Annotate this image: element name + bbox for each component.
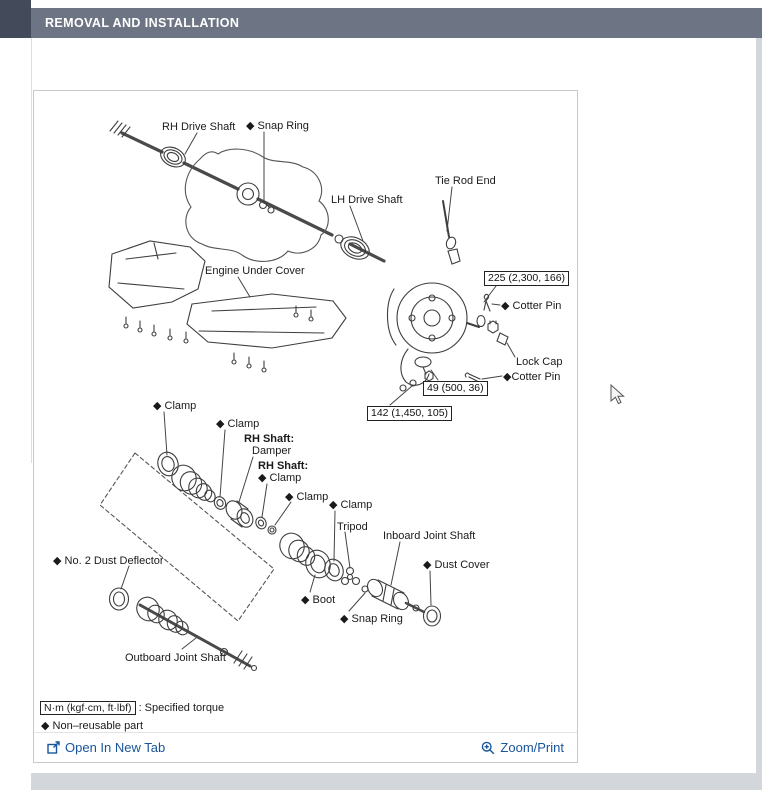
cover-bolts [123, 305, 314, 373]
label-rh-shaft-clamp-title: RH Shaft: [258, 460, 309, 472]
open-in-new-tab-icon [47, 741, 60, 754]
label-tie-rod-end: Tie Rod End [435, 175, 496, 187]
right-page-edge [756, 38, 762, 790]
legend-torque: N·m (kgf·cm, ft·lbf) : Specified torque [40, 701, 225, 715]
leader-lines [120, 131, 516, 650]
label-cotter-pin-1: ◆ Cotter Pin [501, 300, 562, 312]
legend-torque-unit-box: N·m (kgf·cm, ft·lbf) [40, 701, 136, 715]
engine-under-cover-art [108, 240, 347, 373]
label-engine-under-cover: Engine Under Cover [205, 265, 305, 277]
label-clamp-4: ◆ Clamp [329, 499, 373, 511]
mouse-cursor [610, 384, 625, 405]
label-clamp-3: ◆ Clamp [285, 491, 329, 503]
diagram-figure: RH Drive Shaft ◆ Snap Ring LH Drive Shaf… [33, 90, 578, 763]
label-tripod: Tripod [337, 521, 368, 533]
label-cotter-pin-2: ◆Cotter Pin [503, 371, 561, 383]
open-in-new-tab-link[interactable]: Open In New Tab [47, 740, 165, 755]
label-no2-dust-deflector: ◆ No. 2 Dust Deflector [53, 555, 164, 567]
torque-spec-225: 225 (2,300, 166) [484, 271, 570, 286]
label-rh-shaft-damper-part: Damper [252, 445, 292, 457]
label-snap-ring-bottom: ◆ Snap Ring [340, 613, 403, 625]
exploded-diagram-art [99, 120, 516, 672]
label-dust-cover: ◆ Dust Cover [423, 559, 490, 571]
label-outboard-joint-shaft: Outboard Joint Shaft [125, 652, 226, 664]
torque-spec-49: 49 (500, 36) [423, 381, 488, 396]
left-panel-divider [31, 38, 32, 463]
legend-non-reusable-note: ◆ Non–reusable part [41, 720, 144, 732]
exploded-shaft-parts-art [99, 451, 442, 627]
header-corner-block [0, 0, 31, 38]
outboard-joint-shaft-art [108, 587, 258, 672]
zoom-icon [481, 741, 495, 754]
drive-shaft-assembly-art [109, 120, 386, 263]
zoom-print-link[interactable]: Zoom/Print [481, 740, 564, 755]
label-clamp-2: ◆ Clamp [216, 418, 260, 430]
legend-non-reusable: ◆ Non–reusable part [41, 719, 143, 732]
label-rh-drive-shaft: RH Drive Shaft [162, 121, 236, 133]
label-rh-shaft-damper: RH Shaft: Damper [244, 433, 294, 457]
torque-spec-142: 142 (1,450, 105) [367, 406, 453, 421]
label-rh-shaft-clamp: RH Shaft: ◆ Clamp [258, 460, 308, 484]
label-snap-ring-top: ◆ Snap Ring [246, 120, 309, 132]
label-lock-cap: Lock Cap [516, 356, 563, 368]
page-header: REMOVAL AND INSTALLATION [0, 8, 762, 38]
legend-torque-note: : Specified torque [138, 702, 225, 714]
label-clamp-1: ◆ Clamp [153, 400, 197, 412]
figure-footer: Open In New Tab Zoom/Print [34, 732, 577, 762]
label-inboard-joint-shaft: Inboard Joint Shaft [383, 530, 476, 542]
zoom-print-label: Zoom/Print [500, 740, 564, 755]
knuckle-hub-art [386, 200, 509, 392]
bottom-page-edge [31, 773, 762, 790]
open-in-new-tab-label: Open In New Tab [65, 740, 166, 755]
label-rh-shaft-damper-title: RH Shaft: [244, 433, 295, 445]
label-boot: ◆ Boot [301, 594, 336, 606]
label-rh-shaft-clamp-part: ◆ Clamp [258, 472, 302, 484]
label-lh-drive-shaft: LH Drive Shaft [331, 194, 403, 206]
diagram-canvas: RH Drive Shaft ◆ Snap Ring LH Drive Shaf… [34, 91, 577, 732]
page-title: REMOVAL AND INSTALLATION [45, 16, 240, 30]
